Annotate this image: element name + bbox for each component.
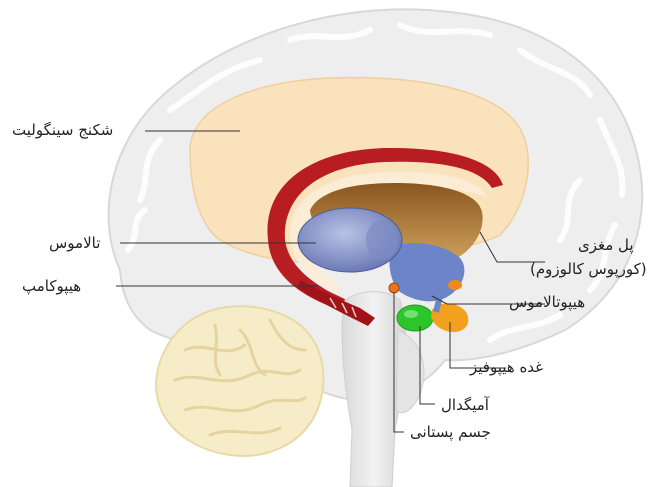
amygdala: [397, 305, 433, 331]
label-pituitary-gland: غده هیپوفیز: [470, 358, 543, 376]
amygdala-highlight: [404, 310, 418, 318]
label-amygdala: آمیگدال: [441, 396, 489, 414]
label-corpus-callosum-line2: (کورپوس کالوزوم): [530, 260, 647, 278]
label-corpus-callosum-line1: پل مغزی: [578, 236, 634, 254]
label-hypothalamus: هیپوتالاموس: [509, 293, 585, 311]
mammillary-body: [389, 283, 399, 293]
optic-chiasm: [448, 280, 462, 290]
label-cingulate-gyrus: شکنج سینگولیت: [12, 121, 113, 139]
label-hippocampus: هیپوکامپ: [22, 277, 81, 295]
label-thalamus: تالاموس: [49, 234, 100, 252]
cerebellum: [156, 306, 323, 456]
brainstem: [342, 292, 405, 487]
thalamus-highlight: [366, 220, 398, 260]
label-mammillary-body: جسم پستانی: [410, 423, 491, 441]
